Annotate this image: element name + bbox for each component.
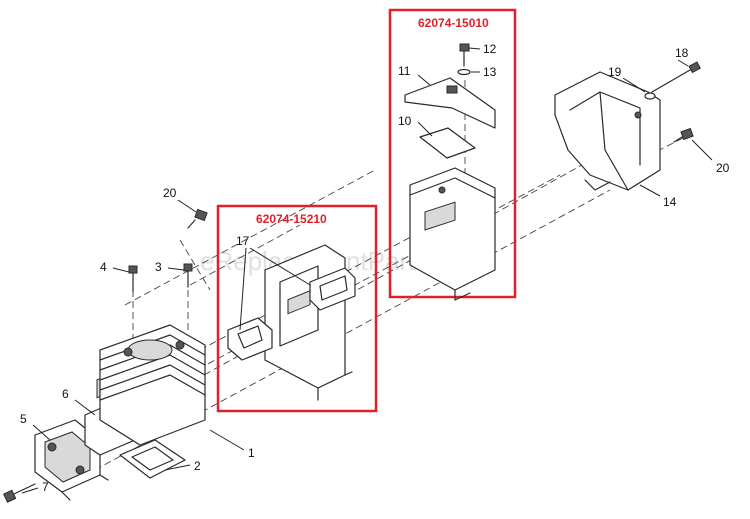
callout-1: 1: [248, 446, 255, 460]
part-14-muffler-cover: [554, 71, 661, 191]
callout-18: 18: [675, 46, 689, 60]
kit-gasket-group: 62074-15210: [216, 204, 378, 413]
part-4-bolt: [128, 265, 138, 293]
callout-20-right: 20: [716, 161, 730, 175]
part-18-long-bolt: [651, 61, 701, 93]
callout-6: 6: [62, 387, 69, 401]
callout-20-left: 20: [163, 186, 177, 200]
part-2-base-gasket: [119, 439, 186, 479]
kit-muffler-box: [388, 8, 517, 299]
callout-leaders: [21, 47, 713, 494]
callout-2: 2: [194, 459, 201, 473]
callout-10: 10: [398, 114, 412, 128]
callout-4: 4: [100, 260, 107, 274]
callout-17: 17: [236, 234, 250, 248]
callout-12: 12: [483, 42, 497, 56]
callout-19: 19: [608, 65, 622, 79]
part-1-cylinder: [99, 324, 206, 446]
part-19-washer: [644, 92, 656, 100]
part-3-bolt: [183, 263, 193, 288]
callout-numbers: 1 2 3 4 5 6 7 10 11 12 13 14 17 18 19 20…: [20, 42, 730, 494]
part-20-screw-left: [187, 208, 208, 229]
kit-muffler-label: 62074-15010: [418, 16, 489, 30]
callout-14: 14: [663, 195, 677, 209]
callout-7: 7: [42, 480, 49, 494]
callout-5: 5: [20, 412, 27, 426]
part-5-intake-block: [34, 419, 109, 501]
callout-13: 13: [483, 65, 497, 79]
part-20-screw-right: [673, 127, 694, 143]
kit-muffler-group: 62074-15010: [388, 8, 517, 301]
callout-11: 11: [398, 64, 411, 78]
part-7-bolt: [3, 483, 36, 503]
kit-gasket-box: [216, 204, 378, 413]
kit-gasket-label: 62074-15210: [256, 212, 327, 226]
callout-3: 3: [155, 260, 162, 274]
